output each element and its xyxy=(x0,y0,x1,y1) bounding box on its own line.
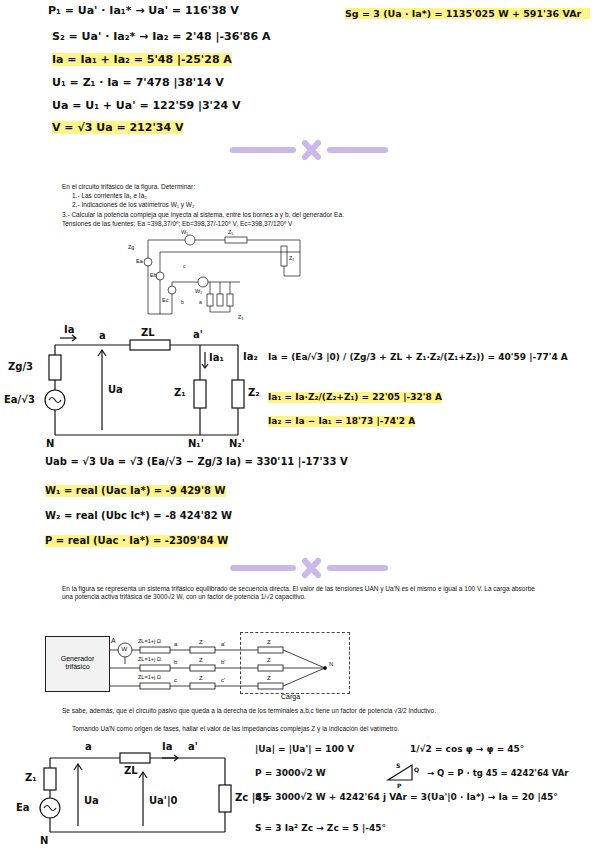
printed-text: Eb xyxy=(150,272,157,279)
printed-text: b xyxy=(174,659,177,666)
handwritten-note: Sg = 3 (Ua · Ia*) = 1135'025 W + 591'36 … xyxy=(345,8,590,19)
handwritten-note: P xyxy=(397,782,401,789)
handwritten-note: P = 3000√2 W xyxy=(255,768,326,779)
handwritten-note: U₁ = Z₁ · Ia = 7'478 |38'14 V xyxy=(52,76,224,89)
handwritten-note: S = 3 Ia² Zc → Zc = 5 |-45° xyxy=(255,823,386,834)
handwritten-note: Ia xyxy=(162,741,172,753)
printed-text: 2.- Indicaciones de los vatímetros W₁ y … xyxy=(72,201,552,209)
printed-text: Z₃ xyxy=(238,314,244,321)
printed-text: 1.- Las corrientes Ia₁ e Ia₂ xyxy=(72,192,147,200)
handwritten-note: Ua xyxy=(84,795,99,807)
printed-text: b' xyxy=(221,659,225,666)
printed-text: A xyxy=(111,637,116,645)
generator-box: Generador trifásico xyxy=(45,636,110,692)
handwritten-note: a' xyxy=(193,329,203,341)
handwritten-note: Uab = √3 Ua = √3 (Ea/√3 − Zg/3 Ia) = 330… xyxy=(45,456,348,468)
handwritten-note: N₂' xyxy=(229,438,245,450)
handwritten-note: Z₁ xyxy=(25,772,37,784)
printed-text: c xyxy=(183,263,186,269)
handwritten-note: 1/√2 = cos φ → φ = 45° xyxy=(410,744,524,755)
handwritten-note: a xyxy=(85,741,92,753)
handwritten-note: a' xyxy=(188,741,198,753)
printed-text: Z₂ xyxy=(289,255,295,262)
wire xyxy=(110,668,240,669)
handwritten-note: → Q = P · tg 45 = 4242'64 VAr xyxy=(427,768,569,778)
handwritten-note: W₂ = real (Ubc Ic*) = -8 424'82 W xyxy=(45,510,232,522)
box-title: Generador trifásico xyxy=(49,655,106,672)
printed-text: Z xyxy=(199,675,203,682)
handwritten-note: Ia xyxy=(64,324,74,336)
handwritten-note: Ea xyxy=(16,802,30,814)
printed-text: En el circuito trifásico de la figura. D… xyxy=(62,183,195,191)
handwritten-note: ZL xyxy=(124,765,138,777)
printed-text: W xyxy=(122,646,128,653)
handwritten-note: S₂ = Ua' · Ia₂* → Ia₂ = 2'48 |-36'86 A xyxy=(52,30,270,43)
handwritten-note: Ia = (Ea/√3 |0) / (Zg/3 + ZL + Z₁·Z₂/(Z₁… xyxy=(268,352,593,363)
handwritten-note: S xyxy=(396,762,400,769)
handwritten-note: Ia₁ = Ia·Z₂/(Z₂+Z₁) = 22'05 |-32'8 A xyxy=(268,392,442,403)
printed-text: Ea xyxy=(136,258,143,265)
printed-text: W₂ xyxy=(195,288,202,295)
handwritten-note: Zg/3 xyxy=(8,361,33,373)
wire xyxy=(110,686,240,687)
printed-text: ZL=1+j Ω xyxy=(138,638,161,645)
handwritten-note: N xyxy=(40,835,48,847)
handwritten-note: Q xyxy=(414,766,419,773)
handwritten-note: Ua = U₁ + Ua' = 122'59 |3'24 V xyxy=(52,99,241,112)
handwritten-note: |Ua| = |Ua'| = 100 V xyxy=(255,744,354,755)
printed-text: Z xyxy=(267,675,271,682)
handwritten-note: V = √3 Ua = 212'34 V xyxy=(52,121,183,134)
printed-text: N xyxy=(329,661,333,668)
handwritten-note: ZL xyxy=(141,327,155,339)
load-box: Carga xyxy=(240,632,350,694)
printed-text: b xyxy=(181,299,184,305)
printed-text: ZL=1+j Ω xyxy=(138,656,161,663)
printed-text: 3.- Calcular la potencia compleja que in… xyxy=(62,211,542,219)
printed-text: a xyxy=(174,641,177,648)
printed-text: c xyxy=(174,677,177,684)
printed-text: Z xyxy=(267,657,271,664)
handwritten-note: P₁ = Ua' · Ia₁* → Ua' = 116'38 V xyxy=(48,4,239,17)
handwritten-note: Z₁ xyxy=(174,387,186,399)
handwritten-note: N xyxy=(46,438,54,450)
handwritten-note: Ia₁ xyxy=(209,352,224,364)
printed-text: c' xyxy=(221,677,225,684)
printed-text: En la figura se representa un sistema tr… xyxy=(62,585,542,601)
handwritten-note: Ia = Ia₁ + Ia₂ = 5'48 |-25'28 A xyxy=(52,53,232,66)
handwritten-note: Z₂ xyxy=(248,387,260,399)
printed-text: Z xyxy=(199,657,203,664)
printed-text: ZL=1+j Ω xyxy=(138,674,161,681)
printed-text: Se sabe, además, que el circuito pasivo … xyxy=(62,707,542,715)
handwritten-note: N₁' xyxy=(188,438,204,450)
box-caption: Carga xyxy=(281,693,300,701)
handwritten-note: Ua xyxy=(108,384,123,396)
printed-text: a xyxy=(199,299,202,305)
handwritten-note: Ia₂ xyxy=(243,351,258,363)
handwritten-note: Ia₂ = Ia − Ia₁ = 18'73 |-74'2 A xyxy=(268,416,415,427)
handwritten-note: W₁ = real (Uac Ia*) = -9 429'8 W xyxy=(45,485,226,497)
printed-text: Ec xyxy=(162,297,168,304)
printed-text: a' xyxy=(221,641,225,648)
printed-text: W₁ xyxy=(181,229,188,236)
handwritten-note: S = 3000√2 W + 4242'64 j VAr = 3(Ua'|0 ·… xyxy=(255,792,590,803)
printed-text: Z xyxy=(267,639,271,646)
printed-text: Tomando Ua'N como origen de fases, halla… xyxy=(72,725,552,733)
printed-text: Zg xyxy=(128,244,134,251)
printed-text: Z₁ xyxy=(228,229,233,236)
handwritten-note: Ea/√3 xyxy=(4,394,35,406)
handwritten-note: a xyxy=(99,330,106,342)
printed-text: Z xyxy=(199,639,203,646)
handwritten-note: P = real (Uac · Ia*) = -2309'84 W xyxy=(45,535,228,547)
handwritten-note: Ua'|0 xyxy=(149,795,178,807)
printed-text: Tensiones de las fuentes: Ea =398,37/0º;… xyxy=(62,220,542,228)
